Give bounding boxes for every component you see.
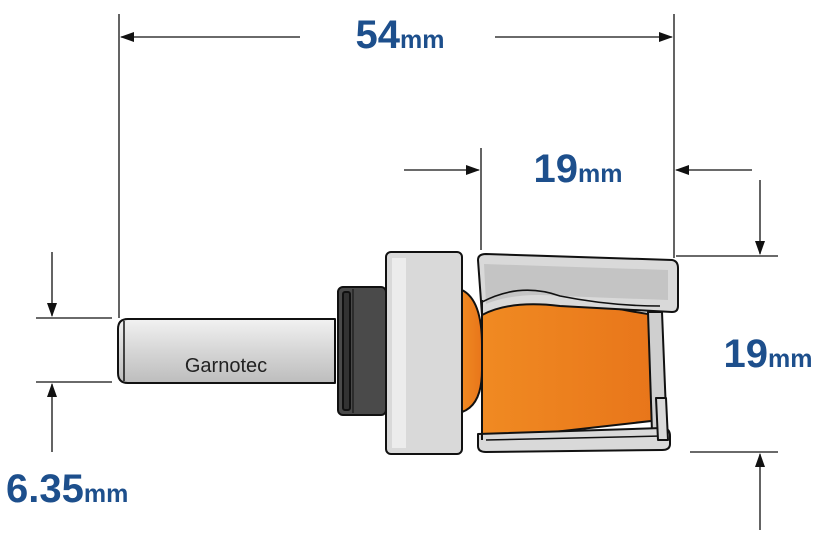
- flange-highlight: [392, 258, 406, 448]
- shank-brand-label: Garnotec: [185, 355, 267, 377]
- dim-shank-diameter-value: 6.35: [6, 467, 84, 511]
- dimension-arrows: [47, 32, 765, 530]
- dim-shank-diameter-unit: mm: [84, 480, 128, 508]
- dim-cutting-length-unit: mm: [578, 160, 622, 188]
- dim-cutting-diameter-unit: mm: [768, 345, 812, 373]
- svg-text:19mm: 19mm: [534, 147, 623, 191]
- dim-shank-diameter: 6.35mm: [6, 467, 128, 511]
- dim-cutting-diameter-value: 19: [724, 332, 769, 376]
- cutter-lip: [655, 397, 669, 441]
- svg-text:6.35mm: 6.35mm: [6, 467, 128, 511]
- shank: [117, 318, 336, 384]
- dim-cutting-length-value: 19: [534, 147, 579, 191]
- dim-total-length: 54mm: [356, 13, 445, 57]
- svg-text:54mm: 54mm: [356, 13, 445, 57]
- dim-total-length-unit: mm: [400, 26, 444, 54]
- dim-total-length-value: 54: [356, 13, 401, 57]
- extension-lines: [36, 14, 778, 453]
- dim-cutting-diameter: 19mm: [724, 332, 813, 376]
- bearing-inner-left: [342, 291, 351, 411]
- carbide-top-curve: [481, 289, 661, 307]
- carbide-bottom-edge: [485, 435, 663, 441]
- dim-cutting-length: 19mm: [534, 147, 623, 191]
- router-bit: [117, 251, 679, 455]
- carbide-top-shade: [484, 264, 668, 304]
- neck-fillet: [461, 289, 483, 413]
- cutter-body: [481, 288, 661, 441]
- svg-text:19mm: 19mm: [724, 332, 813, 376]
